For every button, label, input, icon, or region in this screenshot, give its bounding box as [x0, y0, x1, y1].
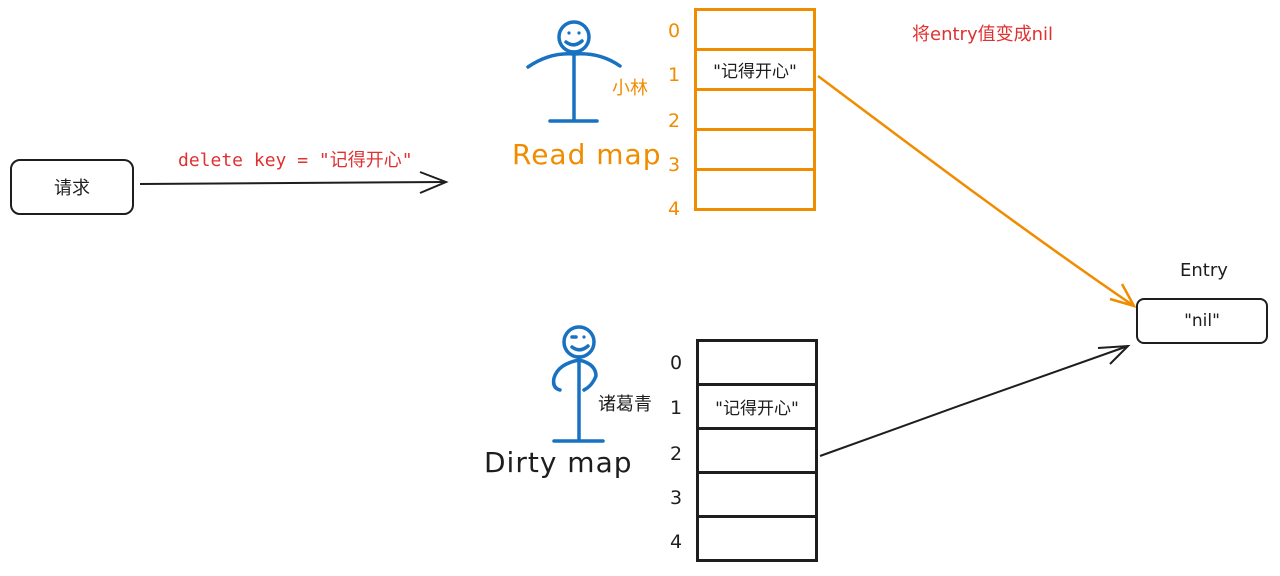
read-map-index: 4: [667, 198, 681, 220]
dirty-map-title: Dirty map: [484, 446, 633, 479]
dirty-map-index: 3: [669, 487, 683, 509]
entry-node: "nil": [1136, 298, 1268, 344]
request-edge-label: delete key = "记得开心": [178, 150, 413, 171]
dirty-map-table: "记得开心": [696, 339, 818, 562]
dirty-map-cell: [696, 339, 818, 386]
dirty-map-index: 1: [669, 397, 683, 419]
entry-value: "nil": [1184, 311, 1220, 331]
dirty-to-entry-arrow: [819, 344, 1131, 457]
read-map-index: 2: [667, 110, 681, 132]
read-map-owner-label: 小林: [612, 78, 648, 99]
note-label: 将entry值变成nil: [912, 24, 1054, 45]
read-map-cell: [694, 88, 816, 131]
read-map-table: "记得开心": [694, 8, 816, 211]
dirty-map-index: 0: [669, 352, 683, 374]
request-node: 请求: [10, 159, 134, 215]
dirty-map-index: 2: [669, 443, 683, 465]
read-map-title: Read map: [512, 138, 662, 171]
read-map-cell: [694, 168, 816, 211]
xiaolin-stick-figure-icon: [526, 20, 622, 123]
dirty-map-index: 4: [669, 531, 683, 553]
read-to-entry-arrow: [817, 74, 1137, 309]
dirty-map-cell: [696, 515, 818, 562]
zhuge-stick-figure-icon: [551, 325, 605, 443]
entry-title: Entry: [1180, 260, 1228, 281]
read-map-index: 0: [667, 20, 681, 42]
read-map-cell: [694, 128, 816, 171]
request-arrow: [139, 171, 449, 194]
read-map-cell: "记得开心": [694, 48, 816, 91]
dirty-map-cell: "记得开心": [696, 383, 818, 430]
dirty-map-owner-label: 诸葛青: [598, 394, 652, 415]
read-map-index: 3: [667, 154, 681, 176]
dirty-map-cell: [696, 471, 818, 518]
dirty-map-cell: [696, 427, 818, 474]
read-map-index: 1: [667, 64, 681, 86]
read-map-cell: [694, 8, 816, 51]
request-label: 请求: [54, 178, 90, 199]
